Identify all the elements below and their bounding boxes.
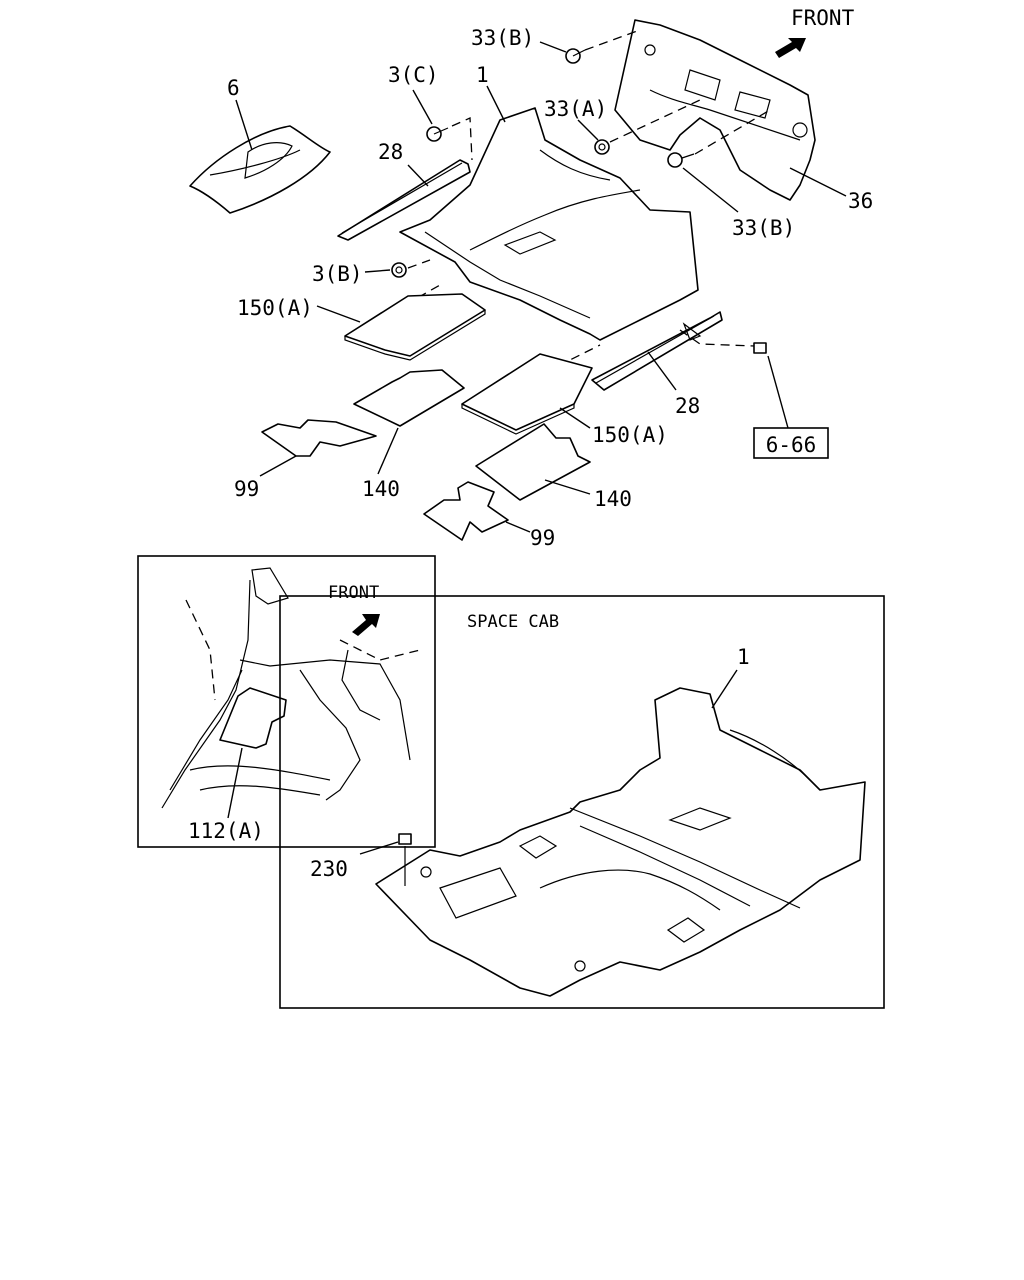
label-99-left: 99	[234, 477, 259, 501]
label-front-top: FRONT	[791, 6, 855, 30]
label-space-cab: SPACE CAB	[467, 612, 559, 632]
label-33a: 33(A)	[544, 97, 607, 121]
label-front-inset: FRONT	[328, 583, 379, 603]
nut-33a	[594, 139, 610, 155]
nut-3b	[391, 262, 407, 278]
clip-3c	[426, 126, 449, 142]
front-arrow-top	[775, 38, 806, 58]
label-230: 230	[310, 857, 348, 881]
label-33b-top: 33(B)	[471, 26, 534, 50]
label-28-right: 28	[675, 394, 700, 418]
label-6: 6	[227, 76, 240, 100]
label-150a-left: 150(A)	[237, 296, 313, 320]
label-1-top: 1	[476, 63, 489, 87]
label-140-right: 140	[594, 487, 632, 511]
label-1-space: 1	[737, 645, 750, 669]
label-3c: 3(C)	[388, 63, 439, 87]
label-140-left: 140	[362, 477, 400, 501]
part-150a-right-insulator	[461, 353, 593, 435]
label-33b-right: 33(B)	[732, 216, 795, 240]
clip-33b-right	[667, 152, 695, 168]
label-112a: 112(A)	[188, 819, 264, 843]
part-36-dash-insulator	[614, 19, 816, 201]
inset-112a	[137, 555, 436, 848]
part-150a-left-insulator	[344, 293, 486, 361]
clip-33b-top	[565, 48, 586, 64]
ref-box-6-66[interactable]: 6-66	[753, 427, 829, 459]
label-28-left: 28	[378, 140, 403, 164]
space-cab-panel	[279, 595, 885, 1009]
part-6-cover	[189, 125, 331, 214]
label-36: 36	[848, 189, 873, 213]
part-99-right-mat	[423, 481, 509, 541]
part-1-floor-carpet	[399, 107, 699, 341]
part-99-left-mat	[261, 419, 377, 457]
part-28-left-sill	[337, 159, 471, 241]
label-99-right: 99	[530, 526, 555, 550]
ref-6-66-label: 6-66	[766, 433, 817, 457]
label-150a-right: 150(A)	[592, 423, 668, 447]
part-140-right-mat	[475, 423, 591, 501]
part-140-left-mat	[353, 369, 465, 427]
label-3b: 3(B)	[312, 262, 363, 286]
